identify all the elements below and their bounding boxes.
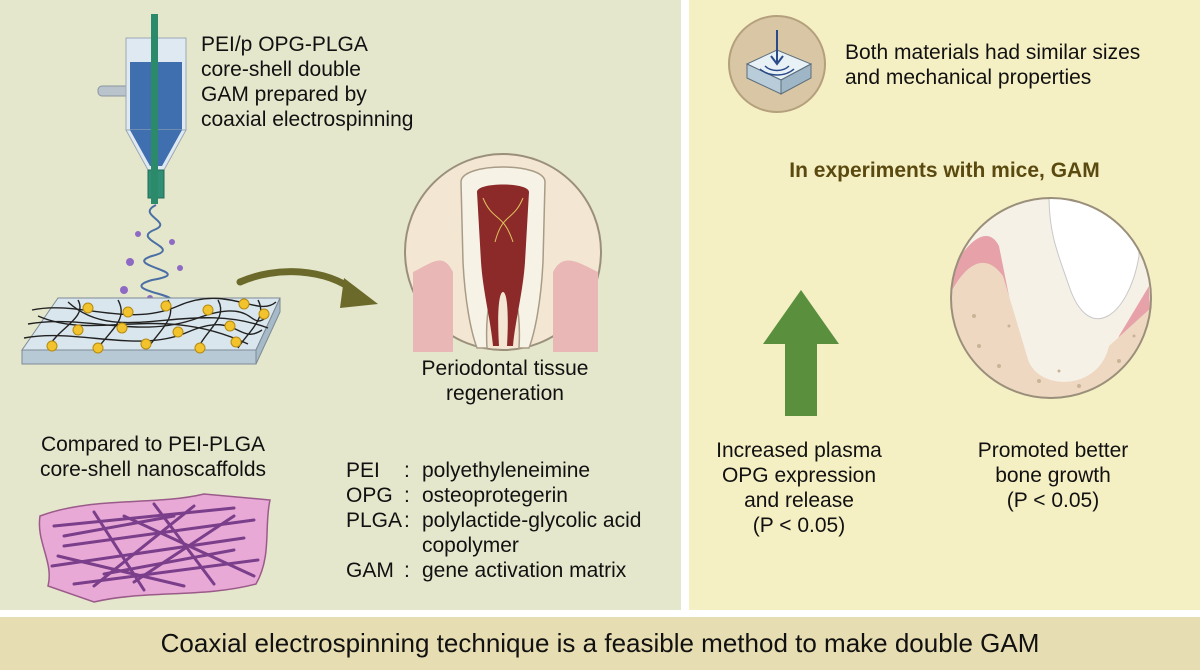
result-line: Increased plasma <box>716 439 882 462</box>
up-arrow-icon <box>763 290 839 416</box>
legend-colon: : <box>404 559 410 582</box>
curved-arrow-icon <box>236 268 378 308</box>
legend-definition: polylactide-glycolic acid copolymer <box>422 509 642 557</box>
legend-abbr: PEI <box>346 459 380 482</box>
legend-definition: gene activation matrix <box>422 559 627 582</box>
legend-colon: : <box>404 484 410 507</box>
method-line: core-shell double <box>201 58 361 81</box>
result-line: bone growth <box>995 464 1111 487</box>
result-line: OPG expression <box>721 464 877 487</box>
result-opg: Increased plasma OPG expression and rele… <box>689 438 909 538</box>
legend-row: PEI : polyethyleneimine <box>346 458 662 483</box>
outcome-label: Periodontal tissue regeneration <box>400 356 610 406</box>
result-line: (P < 0.05) <box>752 514 846 537</box>
legend-abbr: GAM <box>346 559 394 582</box>
abbreviation-legend: PEI : polyethyleneimine OPG : osteoprote… <box>346 458 662 583</box>
legend-definition: polyethyleneimine <box>422 459 591 482</box>
compression-test-icon <box>728 15 826 113</box>
comparison-line: core-shell nanoscaffolds <box>39 458 267 481</box>
method-line: GAM prepared by <box>201 83 367 106</box>
legend-definition: osteoprotegerin <box>422 484 568 507</box>
legend-row: PLGA : polylactide-glycolic acid copolym… <box>346 508 662 558</box>
similarity-line: Both materials had similar sizes <box>845 41 1141 64</box>
conclusion-text: Coaxial electrospinning technique is a f… <box>160 628 1040 658</box>
result-line: Promoted better <box>977 439 1129 462</box>
legend-abbr: OPG <box>346 484 393 507</box>
result-line: (P < 0.05) <box>1006 489 1100 512</box>
experiment-heading: In experiments with mice, GAM <box>789 159 1100 182</box>
legend-row: OPG : osteoprotegerin <box>346 483 662 508</box>
method-line: coaxial electrospinning <box>201 108 414 131</box>
result-line: and release <box>744 489 854 512</box>
similarity-text: Both materials had similar sizes and mec… <box>845 40 1140 90</box>
outcome-line: regeneration <box>446 382 564 405</box>
legend-colon: : <box>404 459 410 482</box>
method-description: PEI/p OPG-PLGA core-shell double GAM pre… <box>201 32 413 132</box>
legend-colon: : <box>404 509 410 532</box>
conclusion-footer: Coaxial electrospinning technique is a f… <box>0 617 1200 670</box>
legend-row: GAM : gene activation matrix <box>346 558 662 583</box>
tooth-bone-icon <box>950 197 1152 399</box>
nanoscaffold-sheet-icon <box>38 493 271 603</box>
result-bone: Promoted better bone growth (P < 0.05) <box>943 438 1163 513</box>
left-panel: PEI/p OPG-PLGA core-shell double GAM pre… <box>0 0 681 610</box>
method-line: PEI/p OPG-PLGA <box>201 33 368 56</box>
electrospinning-syringe-icon <box>97 14 187 307</box>
legend-abbr: PLGA <box>346 509 403 532</box>
right-panel: Both materials had similar sizes and mec… <box>689 0 1200 610</box>
similarity-line: and mechanical properties <box>845 66 1092 89</box>
comparison-label: Compared to PEI-PLGA core-shell nanoscaf… <box>18 432 288 482</box>
comparison-line: Compared to PEI-PLGA <box>40 433 266 456</box>
tooth-cross-section-icon <box>404 153 602 352</box>
outcome-line: Periodontal tissue <box>421 357 589 380</box>
fiber-mat-icon <box>21 297 281 365</box>
